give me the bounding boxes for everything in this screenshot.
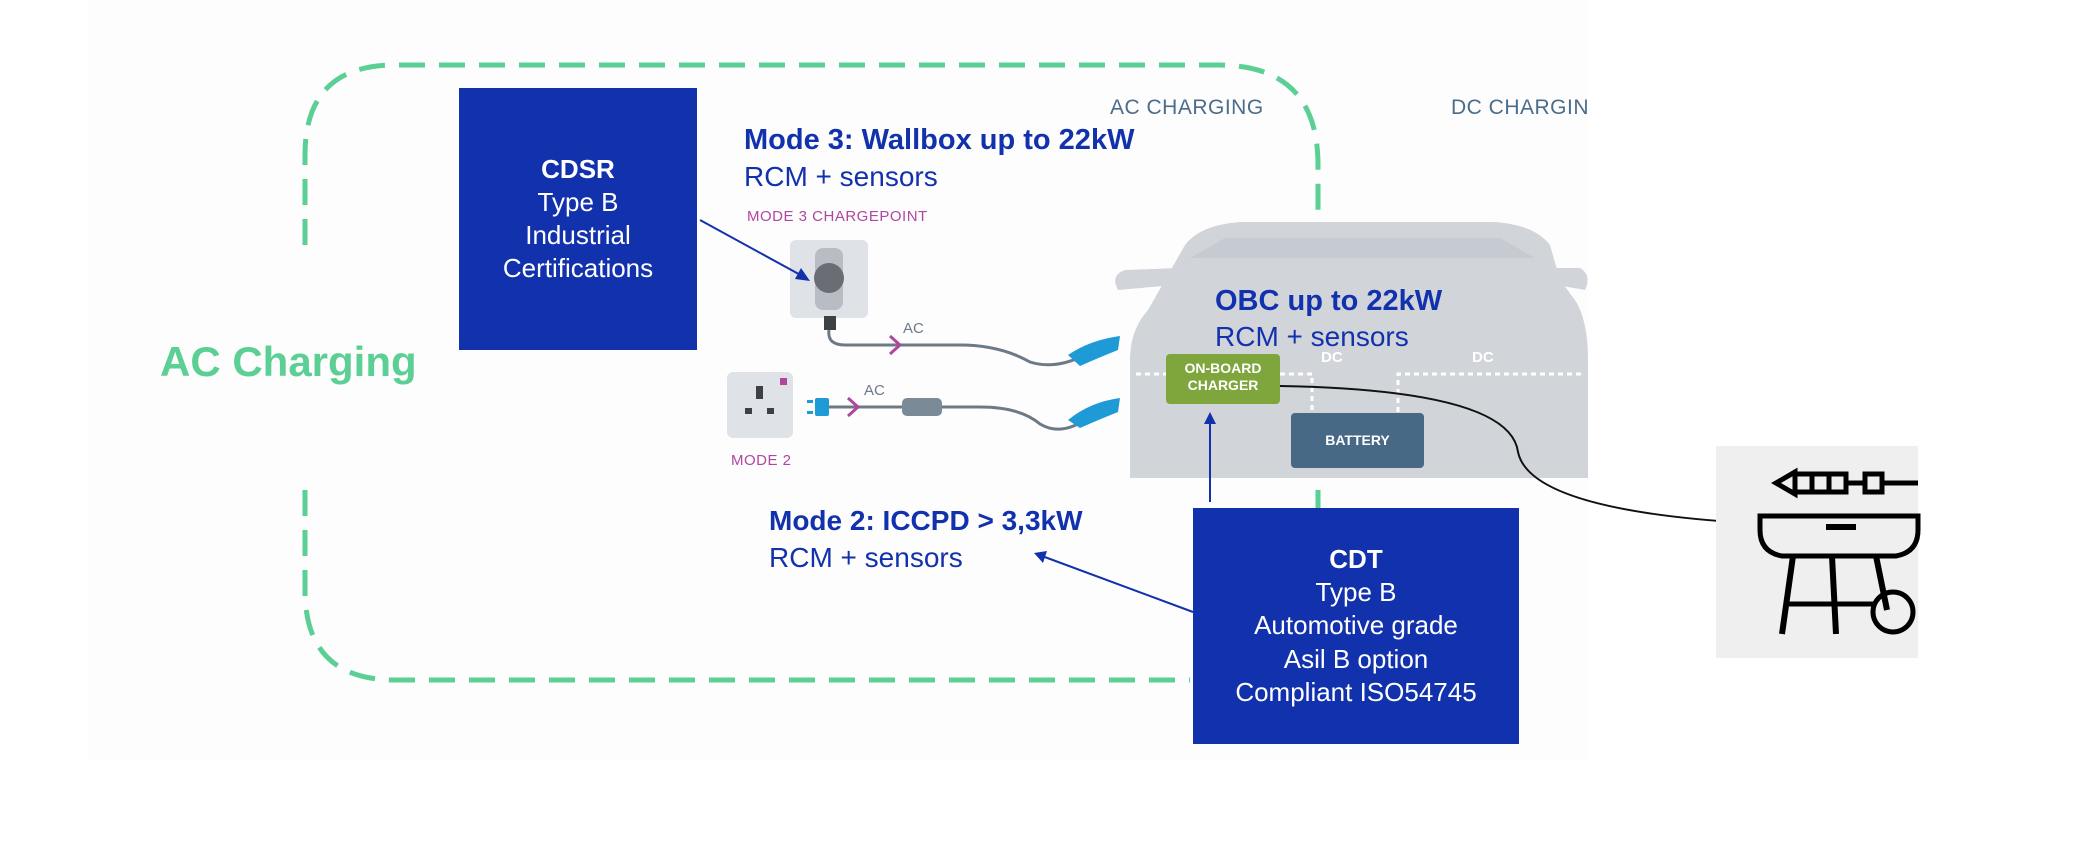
obc-subtitle: RCM + sensors (1215, 321, 1409, 352)
mode3-chargepoint-label: MODE 3 CHARGEPOINT (747, 208, 928, 225)
ac-cable-label: AC (864, 382, 885, 399)
cdsr-line: Certifications (502, 253, 654, 284)
onboard-charger-label: ON-BOARD CHARGER (1166, 360, 1280, 394)
mode3-plug (1068, 336, 1120, 366)
ac-region-dashed-outline-left (302, 490, 1190, 683)
mode2-plug (807, 398, 829, 416)
mode3-cable-arrow (888, 334, 903, 356)
car-silhouette (1115, 222, 1588, 478)
cdt-charger-arrowhead (1204, 412, 1216, 424)
external-black-cable (1279, 385, 1749, 524)
cdsr-arrowhead (795, 268, 810, 281)
mode2-title: Mode 2: ICCPD > 3,3kW (769, 505, 1083, 536)
cdt-line: Automotive grade (1254, 610, 1458, 641)
cdt-line: Asil B option (1283, 643, 1429, 674)
cdt-to-mode2-arrow (1041, 555, 1194, 613)
barbecue-grill-icon (1716, 446, 1921, 658)
dc-label: DC (1321, 349, 1343, 366)
cdt-title: CDT (1329, 544, 1383, 575)
cdsr-to-wallbox-arrow (699, 219, 807, 279)
ac-region-dashed-outline (302, 62, 1321, 345)
obc-title: OBC up to 22kW (1215, 285, 1443, 317)
cdsr-box: CDSR Type B Industrial Certifications (459, 88, 697, 350)
mode2-cable-arrow (846, 396, 861, 418)
cdsr-title: CDSR (541, 153, 615, 184)
wallbox-icon (790, 240, 868, 330)
section-label: AC Charging (160, 338, 417, 385)
onboard-charger-block (1166, 354, 1280, 404)
cdsr-line: Type B (537, 186, 619, 217)
iccpd-control-box (902, 398, 942, 416)
ac-charging-header: AC CHARGING (1110, 96, 1264, 119)
mode3-title: Mode 3: Wallbox up to 22kW (744, 124, 1135, 156)
battery-label: BATTERY (1325, 432, 1390, 448)
cdt-line: Compliant ISO54745 (1235, 676, 1477, 707)
cdt-box: CDT Type B Automotive grade Asil B optio… (1193, 508, 1519, 744)
battery-block (1291, 413, 1424, 468)
dc-charging-header: DC CHARGIN (1451, 96, 1590, 119)
mode2-vehicle-plug (1068, 398, 1120, 428)
mode2-label: MODE 2 (731, 452, 792, 469)
cdt-line: Type B (1315, 577, 1397, 608)
cdsr-line: Industrial (525, 220, 631, 250)
mode3-subtitle: RCM + sensors (744, 161, 938, 192)
ac-cable-label: AC (903, 320, 924, 337)
onboard-charger-line: CHARGER (1187, 377, 1259, 393)
onboard-charger-line: ON-BOARD (1184, 360, 1262, 376)
mode2-subtitle: RCM + sensors (769, 542, 963, 573)
dc-label: DC (1472, 349, 1494, 366)
cdt-mode2-arrowhead (1034, 551, 1047, 563)
wall-socket-icon (727, 372, 793, 438)
